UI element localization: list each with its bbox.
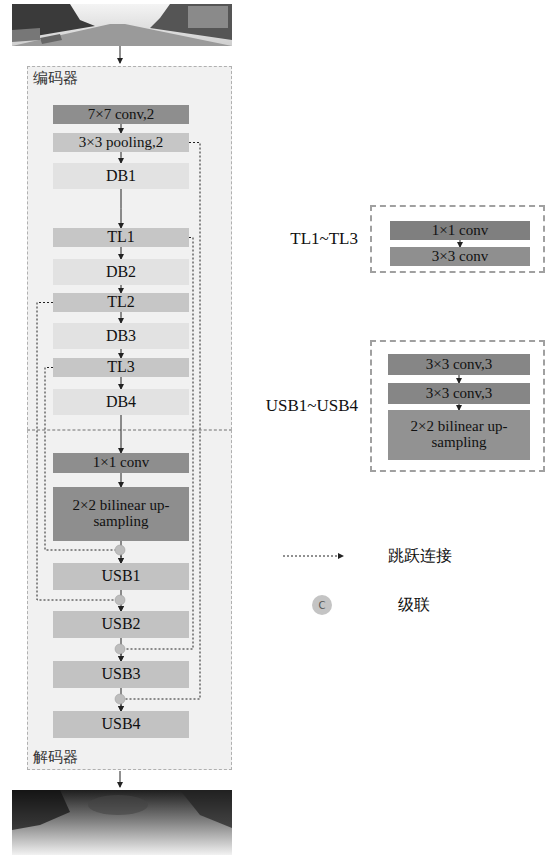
flow-arrow — [121, 285, 122, 293]
block-label: TL2 — [107, 294, 135, 311]
depth-map — [12, 790, 232, 855]
layer-block: 2×2 bilinear up-sampling — [388, 410, 530, 460]
skip-connection — [37, 303, 121, 612]
skip-connection — [121, 143, 200, 712]
module-heading: USB1~USB4 — [266, 397, 358, 415]
flow-arrow — [121, 124, 122, 133]
block-label: DB1 — [106, 168, 136, 185]
block-label: USB3 — [101, 666, 140, 683]
block-label: DB3 — [106, 328, 136, 345]
flow-arrow — [121, 473, 122, 487]
layer-block: TL3 — [53, 358, 189, 377]
block-label: USB2 — [101, 616, 140, 633]
layer-block: USB4 — [53, 711, 189, 738]
layer-block: 1×1 conv — [390, 221, 530, 240]
flow-arrow — [460, 240, 461, 247]
legend-concat-sample — [312, 595, 332, 615]
layer-block: 3×3 pooling,2 — [53, 133, 189, 152]
concat-circles — [115, 545, 125, 704]
region-heading: 解码器 — [33, 750, 78, 766]
flow-arrow — [459, 375, 460, 383]
flow-arrow — [121, 541, 122, 563]
block-label: DB2 — [106, 264, 136, 281]
encoder-region: 编码器 7×7 conv,2 3×3 pooling,2DB1TL1DB2TL2DB… — [27, 66, 232, 430]
flow-arrow — [121, 349, 122, 358]
block-label: USB4 — [101, 716, 140, 733]
flow-arrow — [121, 189, 122, 228]
layer-block: TL2 — [53, 293, 189, 312]
block-label: 2×2 bilinear up-sampling — [57, 498, 185, 530]
block-label: 3×3 conv,3 — [426, 357, 493, 373]
block-label: 3×3 pooling,2 — [79, 135, 163, 151]
decoder-region: 解码器 1×1 conv 2×2 bilinear up-samplingUSB1U… — [27, 430, 232, 770]
legend-text: 跳跃连接 — [388, 546, 452, 567]
module-heading: TL1~TL3 — [290, 230, 358, 248]
skip-connection — [45, 368, 121, 564]
flow-arrow — [459, 404, 460, 410]
layer-block: 3×3 conv,3 — [388, 383, 530, 404]
layer-block: USB2 — [53, 611, 189, 638]
block-label: 3×3 conv — [432, 249, 488, 265]
concat-symbol-letter: C — [319, 600, 326, 611]
module-detail-box: USB1~USB43×3 conv,33×3 conv,32×2 bilinea… — [370, 340, 545, 472]
road-photo — [12, 4, 232, 46]
output-arrow — [120, 771, 121, 787]
flow-arrow — [121, 688, 122, 711]
block-label: 1×1 conv — [93, 455, 149, 471]
legend-text: 级联 — [398, 595, 430, 616]
legend-skip-sample — [283, 556, 343, 557]
flow-arrow — [121, 247, 122, 259]
block-label: TL1 — [107, 229, 135, 246]
layer-block: 1×1 conv — [53, 453, 189, 473]
layer-block: DB1 — [53, 163, 189, 189]
layer-block: DB3 — [53, 323, 189, 349]
block-label: 3×3 conv,3 — [426, 386, 493, 402]
flow-arrow — [121, 377, 122, 389]
flow-arrow — [121, 152, 122, 163]
block-label: 7×7 conv,2 — [88, 107, 155, 123]
flow-arrow — [121, 312, 122, 323]
skip-connection — [121, 238, 193, 662]
layer-block: 2×2 bilinear up-sampling — [53, 487, 189, 541]
block-label: 2×2 bilinear up-sampling — [392, 419, 526, 451]
flow-arrow — [121, 415, 122, 453]
layer-block: USB1 — [53, 563, 189, 590]
layer-block: USB3 — [53, 661, 189, 688]
flow-arrow — [121, 638, 122, 661]
flow-arrow — [121, 590, 122, 611]
layer-block: 3×3 conv — [390, 247, 530, 266]
layer-block: TL1 — [53, 228, 189, 247]
input-arrow — [120, 46, 121, 63]
module-detail-box: TL1~TL31×1 conv3×3 conv — [370, 205, 545, 273]
layer-block: 7×7 conv,2 — [53, 105, 189, 124]
layer-block: 3×3 conv,3 — [388, 354, 530, 375]
block-label: DB4 — [106, 394, 136, 411]
layer-block: DB4 — [53, 389, 189, 415]
block-label: USB1 — [101, 568, 140, 585]
layer-block: DB2 — [53, 259, 189, 285]
block-label: TL3 — [107, 359, 135, 376]
region-heading: 编码器 — [33, 71, 78, 87]
block-label: 1×1 conv — [432, 223, 488, 239]
